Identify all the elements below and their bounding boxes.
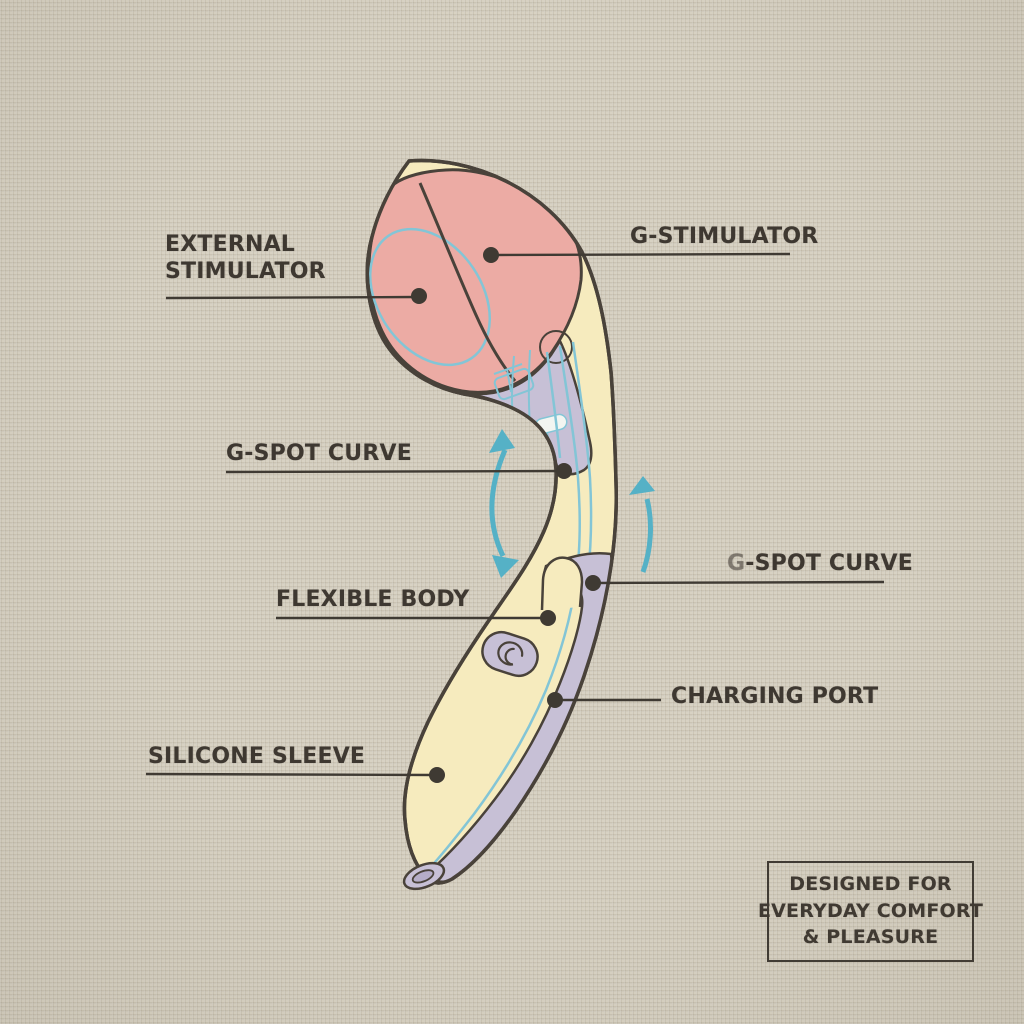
charging-tip-cap xyxy=(402,861,446,891)
label-flexible-body: FLEXIBLE BODY xyxy=(276,587,470,612)
device-outline xyxy=(365,158,618,885)
body-flex-lines xyxy=(427,341,593,871)
tagline-line-1: DESIGNED FOR xyxy=(789,872,952,895)
head-divider-line xyxy=(418,182,517,382)
flex-arrow-right-icon xyxy=(629,476,655,573)
tagline-line-3: & PLEASURE xyxy=(802,926,939,949)
label-g-stimulator: G-STIMULATOR xyxy=(630,224,819,249)
label-g-spot-curve-lower: G-SPOT CURVE xyxy=(727,551,913,576)
label-external-stimulator: EXTERNAL STIMULATOR xyxy=(165,232,326,284)
control-button xyxy=(481,630,539,678)
leader-lines xyxy=(145,247,885,783)
sleeve-cap xyxy=(540,556,584,611)
label-g-spot-curve-upper: G-SPOT CURVE xyxy=(226,441,412,466)
label-silicone-sleeve: SILICONE SLEEVE xyxy=(148,744,366,769)
flex-arrow-left-icon xyxy=(489,429,519,578)
label-charging-port: CHARGING PORT xyxy=(671,684,879,709)
tagline-line-2: EVERYDAY COMFORT xyxy=(757,899,984,922)
charging-port-opening xyxy=(411,869,435,884)
neck-circle-detail xyxy=(539,330,573,364)
spiral-power-icon xyxy=(497,641,524,666)
tagline-box: DESIGNED FOR EVERYDAY COMFORT & PLEASURE xyxy=(758,861,983,962)
